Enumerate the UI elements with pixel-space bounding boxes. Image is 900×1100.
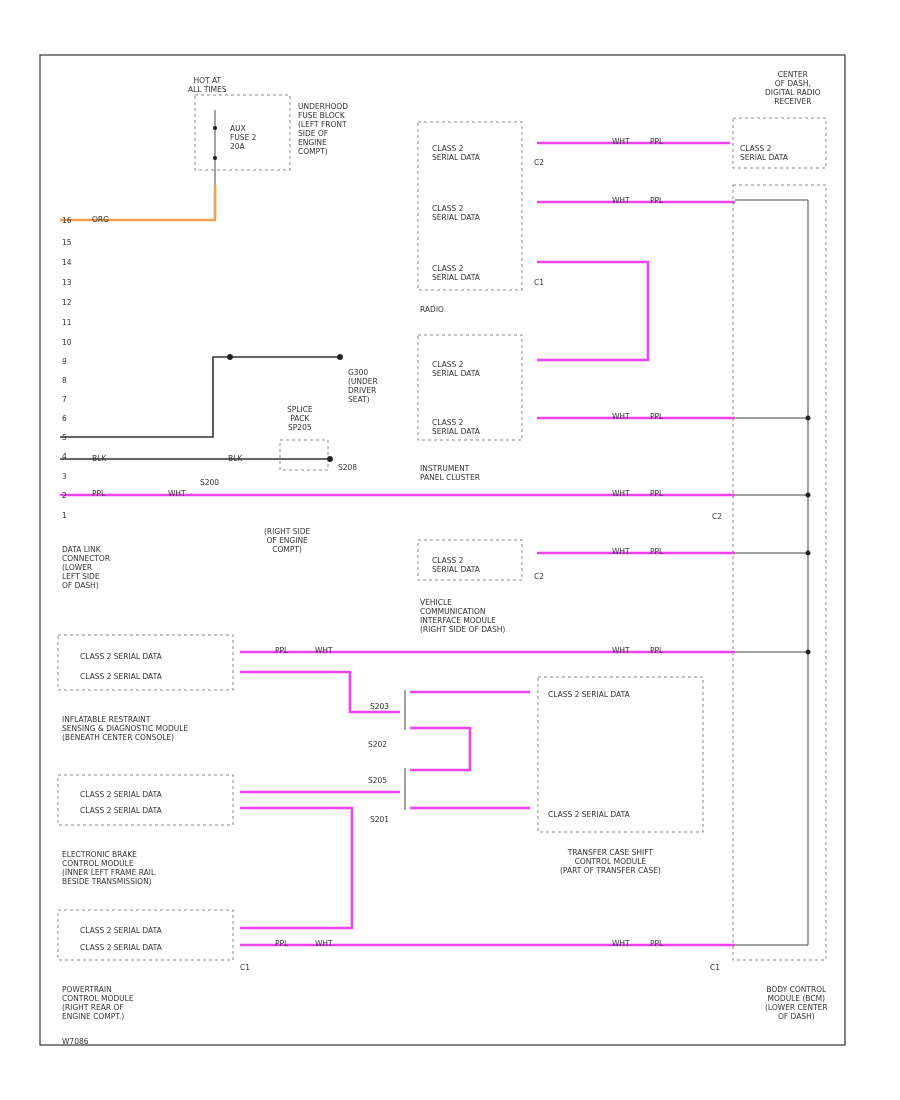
wire-label-ppl-10: PPL	[650, 939, 664, 948]
radio-box	[417, 121, 523, 291]
tccm-c2-line-2: CLASS 2 SERIAL DATA	[548, 810, 630, 819]
sir-c2-line-1: CLASS 2 SERIAL DATA	[80, 652, 162, 661]
digital-radio-box	[732, 117, 827, 169]
dlc-pin-9: 9	[62, 357, 67, 366]
radio-c2-serial-3: CLASS 2 SERIAL DATA	[432, 264, 480, 282]
splice-s205: S205	[368, 776, 388, 785]
splice-pack-box	[279, 439, 329, 471]
dlc-pin-16: 16	[62, 216, 72, 225]
dlc-pin-13: 13	[62, 278, 72, 287]
conn-c2-vcim: C2	[534, 572, 545, 581]
wire-label-blk-2: BLK	[228, 454, 243, 463]
dlc-pin-3: 3	[62, 472, 67, 481]
hot-at-label: HOT AT ALL TIMES	[188, 76, 227, 94]
underhood-fuse-block	[194, 94, 291, 171]
wire-label-wht-9: WHT	[315, 939, 333, 948]
dlc-pin-2: 2	[62, 491, 67, 500]
tccm-c2-line-1: CLASS 2 SERIAL DATA	[548, 690, 630, 699]
tccm-box	[537, 676, 704, 833]
wire-label-ppl-4: PPL	[650, 412, 664, 421]
pcm-label: POWERTRAIN CONTROL MODULE (RIGHT REAR OF…	[62, 985, 134, 1021]
wire-label-ppl-1: PPL	[92, 489, 106, 498]
g300-label: G300 (UNDER DRIVER SEAT)	[348, 368, 378, 404]
dlc-pin-8: 8	[62, 376, 67, 385]
dlc-pin-6: 6	[62, 414, 67, 423]
ipc-c2-serial-2: CLASS 2 SERIAL DATA	[432, 418, 480, 436]
dlc-pin-14: 14	[62, 258, 72, 267]
data-wires	[60, 141, 735, 947]
wire-label-ppl-3: PPL	[650, 196, 664, 205]
wire-label-wht-5: WHT	[612, 489, 630, 498]
wire-label-wht-1: WHT	[168, 489, 186, 498]
dlc-pin-5: 5	[62, 433, 67, 442]
power-wire	[60, 185, 217, 222]
tccm-label: TRANSFER CASE SHIFT CONTROL MODULE (PART…	[560, 848, 661, 875]
diagram-frame	[39, 54, 846, 1046]
ebcm-c2-line-2: CLASS 2 SERIAL DATA	[80, 806, 162, 815]
conn-c2-bcm: C2	[712, 512, 723, 521]
splice-s200: S200	[200, 478, 220, 487]
radio-receiver-label: CENTER OF DASH, DIGITAL RADIO RECEIVER	[765, 70, 821, 106]
conn-c1-bcm: C1	[710, 963, 721, 972]
splice-pack-label: SPLICE PACK SP205	[287, 405, 313, 432]
splice-s208: S208	[338, 463, 358, 472]
dlc-label: DATA LINK CONNECTOR (LOWER LEFT SIDE OF …	[62, 545, 111, 590]
wire-label-ppl-8: PPL	[650, 646, 664, 655]
sir-label: INFLATABLE RESTRAINT SENSING & DIAGNOSTI…	[62, 715, 189, 742]
ebcm-box	[57, 774, 234, 826]
wire-label-org: ORG	[92, 215, 109, 224]
wire-label-wht-3: WHT	[612, 196, 630, 205]
ground-wire-1	[60, 356, 340, 438]
vcim-c2-serial: CLASS 2 SERIAL DATA	[432, 556, 480, 574]
wire-label-ppl-5: PPL	[650, 489, 664, 498]
right-engine-label: (RIGHT SIDE OF ENGINE COMPT)	[264, 527, 311, 554]
splice-s202: S202	[368, 740, 388, 749]
wire-label-ppl-9: PPL	[275, 939, 289, 948]
receiver-c2-serial: CLASS 2 SERIAL DATA	[740, 144, 788, 162]
bcm-taps	[735, 417, 808, 653]
vcim-label: VEHICLE COMMUNICATION INTERFACE MODULE (…	[420, 598, 506, 634]
conn-c1-radio: C1	[534, 278, 545, 287]
splice-s201: S201	[370, 815, 390, 824]
ipc-label: INSTRUMENT PANEL CLUSTER	[420, 464, 480, 482]
radio-module-label: RADIO	[420, 305, 444, 314]
underhood-fuse-label: UNDERHOOD FUSE BLOCK (LEFT FRONT SIDE OF…	[298, 102, 349, 156]
wire-label-wht-8: WHT	[612, 646, 630, 655]
pcm-c2-line-1: CLASS 2 SERIAL DATA	[80, 926, 162, 935]
bcm-label: BODY CONTROL MODULE (BCM) (LOWER CENTER …	[765, 985, 828, 1021]
sir-c2-line-2: CLASS 2 SERIAL DATA	[80, 672, 162, 681]
wire-label-wht-7: WHT	[315, 646, 333, 655]
conn-c2-radio: C2	[534, 158, 545, 167]
pcm-c2-line-2: CLASS 2 SERIAL DATA	[80, 943, 162, 952]
ebcm-label: ELECTRONIC BRAKE CONTROL MODULE (INNER L…	[62, 850, 156, 886]
wire-label-wht-6: WHT	[612, 547, 630, 556]
ipc-c2-serial-1: CLASS 2 SERIAL DATA	[432, 360, 480, 378]
wire-label-wht-10: WHT	[612, 939, 630, 948]
conn-c1-pcm: C1	[240, 963, 251, 972]
wire-label-ppl-2: PPL	[650, 137, 664, 146]
radio-c2-serial-2: CLASS 2 SERIAL DATA	[432, 204, 480, 222]
dlc-pin-10: 10	[62, 338, 72, 347]
ebcm-c2-line-1: CLASS 2 SERIAL DATA	[80, 790, 162, 799]
wire-label-wht-2: WHT	[612, 137, 630, 146]
bcm-box	[732, 184, 827, 961]
dlc-pin-15: 15	[62, 238, 72, 247]
dlc-pin-12: 12	[62, 298, 72, 307]
dlc-pin-4: 4	[62, 452, 67, 461]
wire-label-wht-4: WHT	[612, 412, 630, 421]
radio-c2-serial-1: CLASS 2 SERIAL DATA	[432, 144, 480, 162]
wire-label-ppl-7: PPL	[275, 646, 289, 655]
dlc-pin-11: 11	[62, 318, 72, 327]
footer-label: W7086	[62, 1037, 89, 1046]
dlc-pin-7: 7	[62, 395, 67, 404]
fuse-label: AUX FUSE 2 20A	[230, 124, 257, 151]
wire-label-ppl-6: PPL	[650, 547, 664, 556]
ipc-box	[417, 334, 523, 441]
dlc-pin-1: 1	[62, 511, 67, 520]
pcm-box	[57, 909, 234, 961]
splice-s203: S203	[370, 702, 390, 711]
sir-box	[57, 634, 234, 691]
wire-label-blk-1: BLK	[92, 454, 107, 463]
